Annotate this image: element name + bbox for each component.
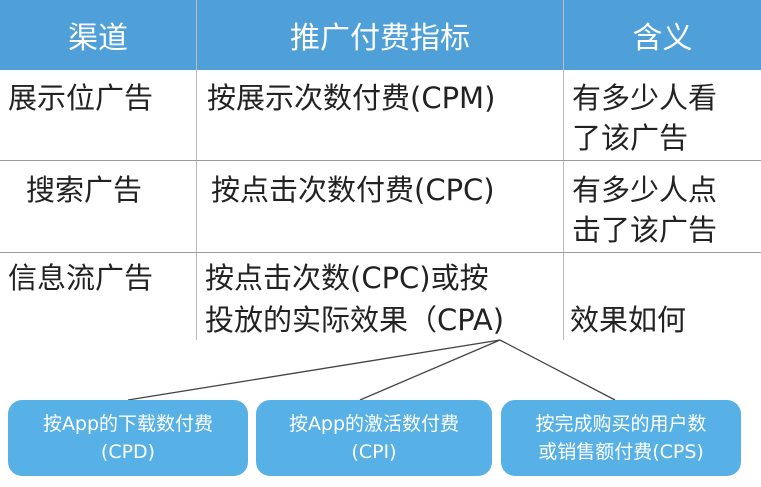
- row-3-meaning: 效果如何: [570, 303, 687, 337]
- column-divider: [563, 0, 564, 340]
- row-1-channel: 展示位广告: [8, 81, 154, 115]
- header-meaning: 含义: [564, 0, 761, 70]
- column-divider: [196, 0, 197, 340]
- cpi-box-line2: (CPI): [351, 441, 397, 463]
- row-2-metric: 按点击次数付费(CPC): [211, 173, 495, 207]
- cpi-box: 按App的激活数付费 (CPI): [256, 400, 492, 476]
- row-2-meaning-line1: 有多少人点: [572, 173, 718, 207]
- cps-box-line1: 按完成购买的用户数: [535, 413, 707, 435]
- row-3-metric-line2: 投放的实际效果（CPA): [205, 303, 505, 337]
- cpd-box-line1: 按App的下载数付费: [42, 413, 214, 435]
- connector-line-cpi: [359, 339, 501, 401]
- cpi-box-line1: 按App的激活数付费: [288, 413, 460, 435]
- connector-line-cps: [499, 339, 616, 401]
- row-1-meaning-line1: 有多少人看: [572, 81, 718, 115]
- row-divider: [0, 160, 761, 161]
- header-metric: 推广付费指标: [197, 0, 563, 70]
- cpd-box: 按App的下载数付费 (CPD): [8, 400, 248, 476]
- cps-box: 按完成购买的用户数 或销售额付费(CPS): [501, 400, 741, 476]
- cps-box-line2: 或销售额付费(CPS): [538, 441, 704, 463]
- cpd-box-line2: (CPD): [100, 441, 156, 463]
- connector-line-cpd: [127, 339, 501, 401]
- row-1-metric: 按展示次数付费(CPM): [207, 81, 496, 115]
- row-divider: [0, 252, 761, 253]
- row-3-metric-line1: 按点击次数(CPC)或按: [205, 261, 489, 295]
- row-3-channel: 信息流广告: [8, 261, 154, 295]
- row-1-meaning-line2: 了该广告: [572, 121, 689, 155]
- header-channel: 渠道: [0, 0, 196, 70]
- row-2-meaning-line2: 击了该广告: [572, 213, 718, 247]
- row-2-channel: 搜索广告: [26, 173, 143, 207]
